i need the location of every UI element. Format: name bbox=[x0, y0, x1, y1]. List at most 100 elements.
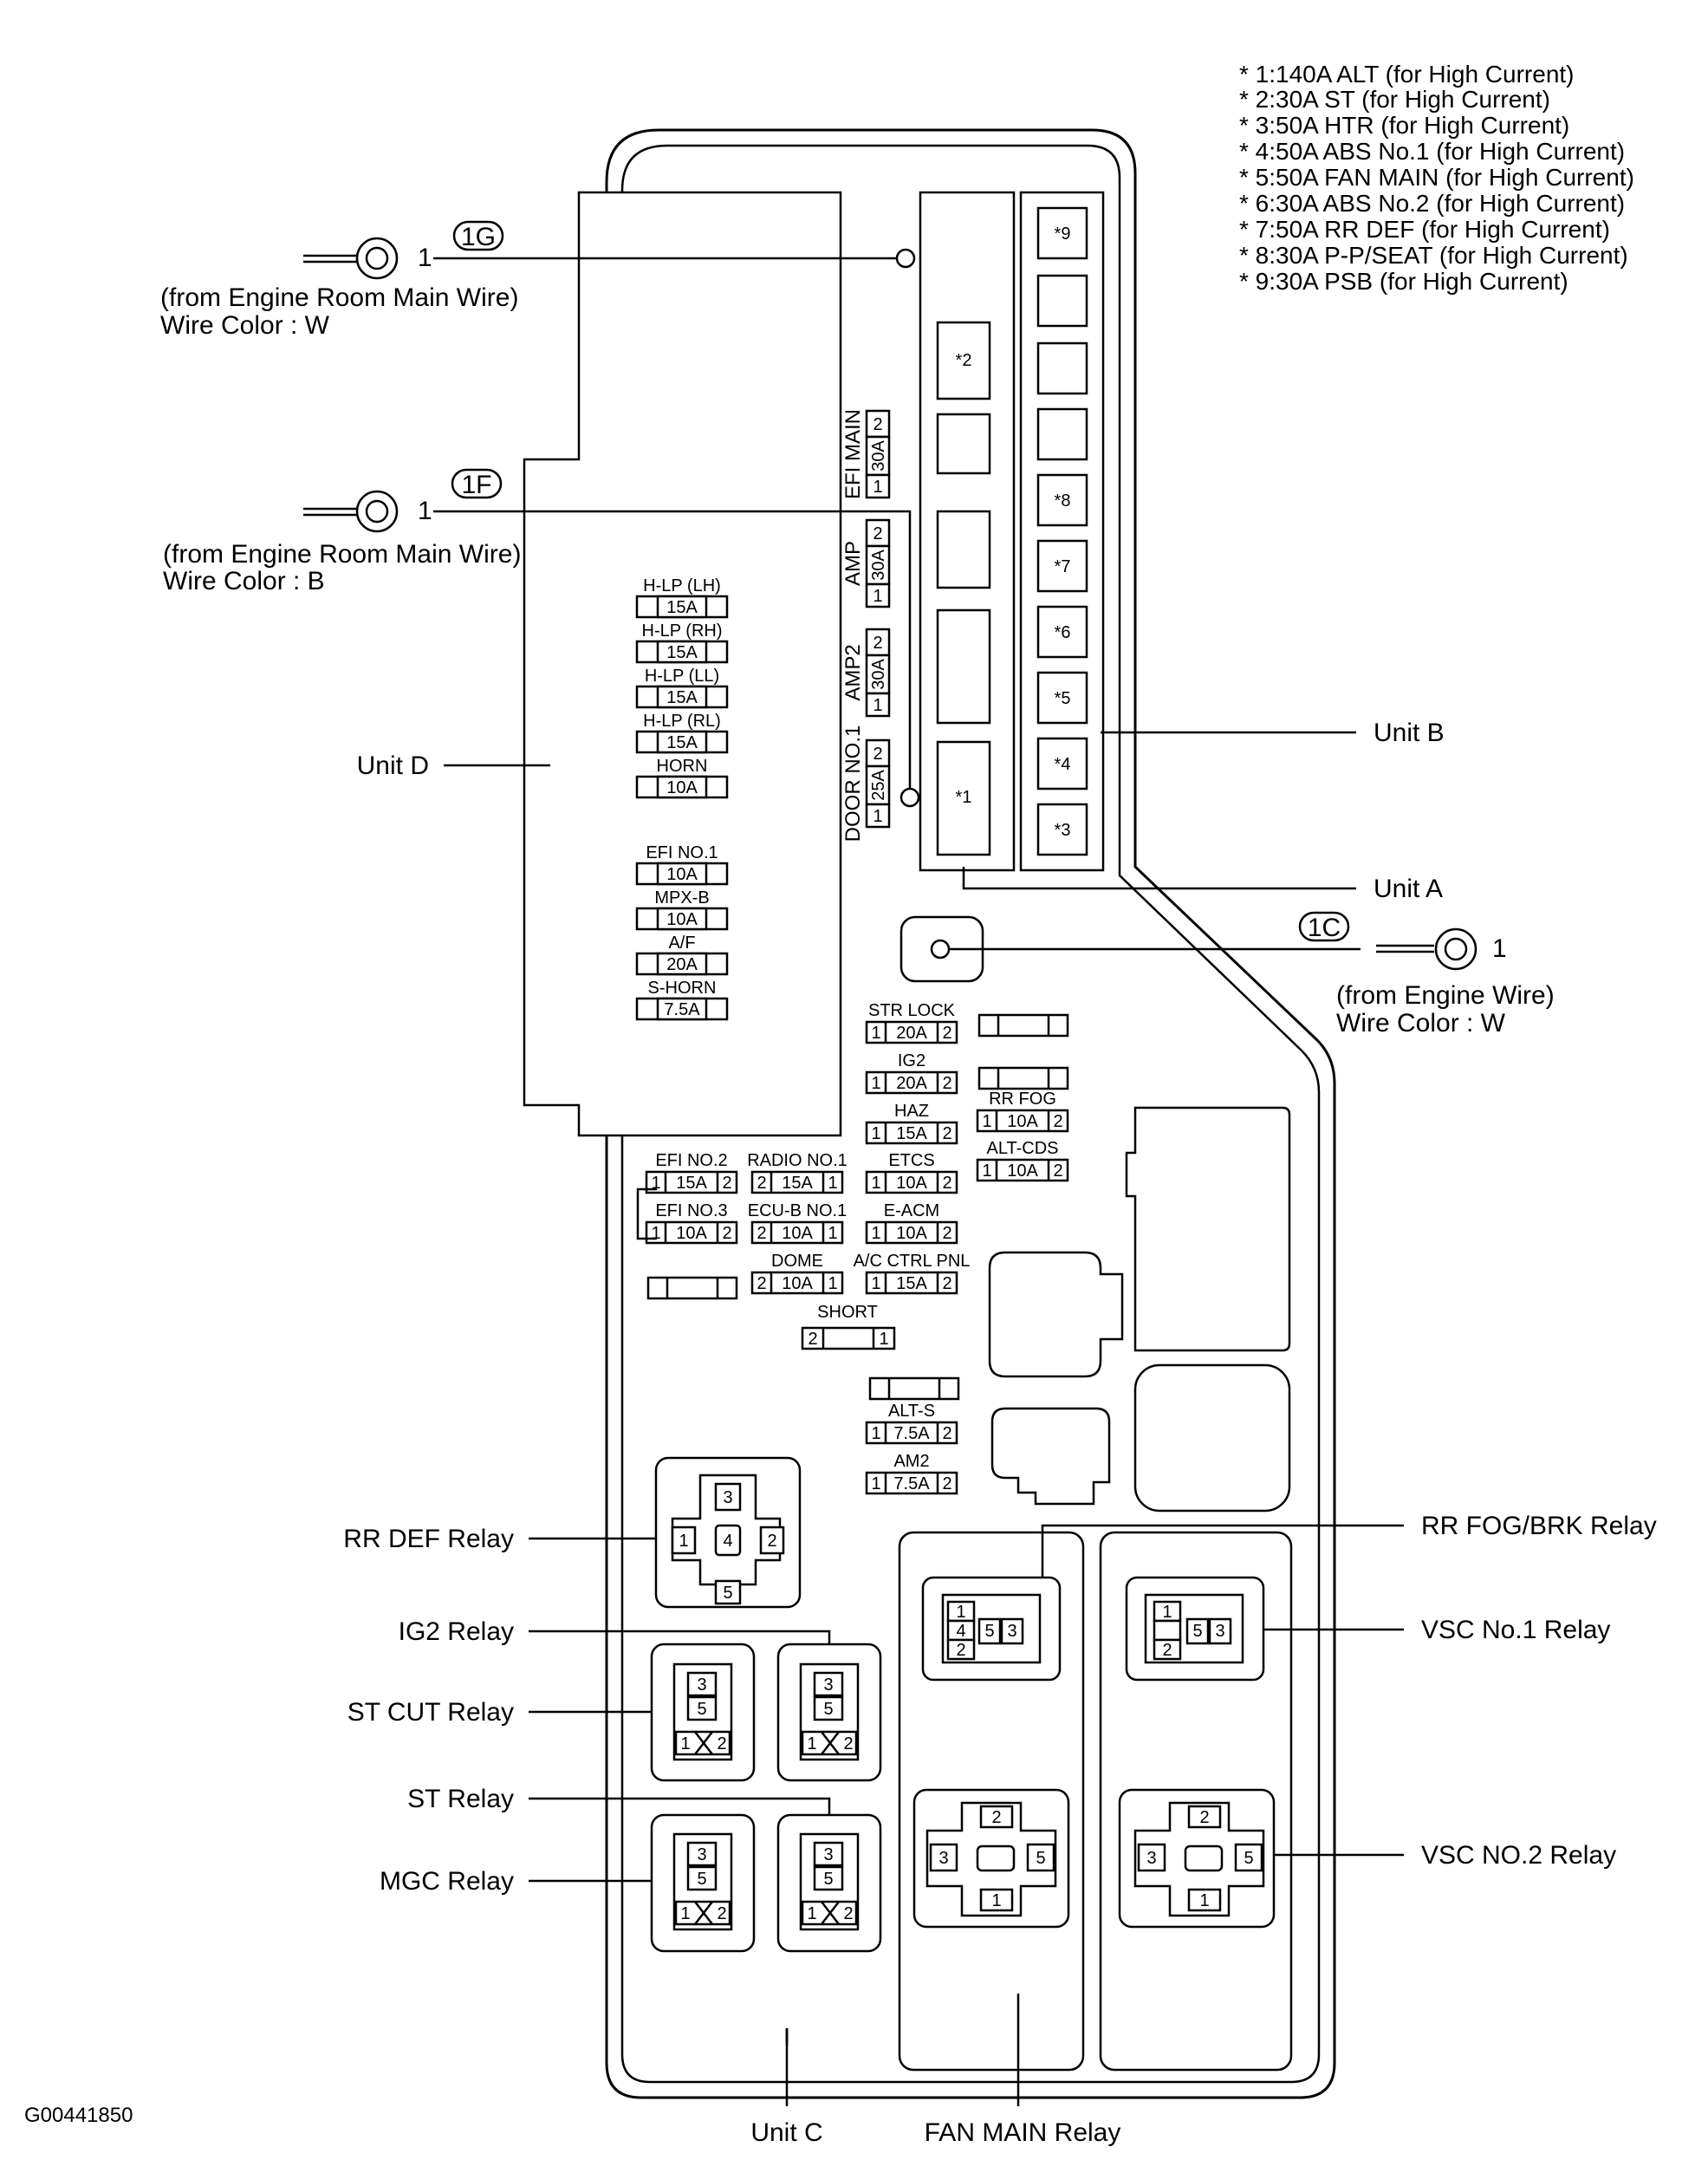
svg-text:2: 2 bbox=[843, 1904, 853, 1923]
fuse-amp: 15A bbox=[666, 643, 698, 662]
svg-text:10A: 10A bbox=[1007, 1161, 1038, 1181]
svg-text:1: 1 bbox=[873, 587, 882, 606]
svg-text:1: 1 bbox=[418, 244, 432, 272]
svg-text:3: 3 bbox=[723, 1488, 732, 1507]
fuse-name: HORN bbox=[657, 757, 708, 776]
unit-a-frame bbox=[919, 191, 1016, 872]
svg-text:2: 2 bbox=[942, 1124, 951, 1143]
svg-text:1: 1 bbox=[1162, 1603, 1172, 1622]
fuse-name: EFI NO.2 bbox=[655, 1151, 727, 1170]
fuse-name: HAZ bbox=[894, 1102, 929, 1121]
unit-d-label: Unit D bbox=[357, 751, 429, 780]
st-cut-relay-label: ST CUT Relay bbox=[347, 1698, 514, 1727]
svg-text:1: 1 bbox=[871, 1024, 880, 1043]
fuse-name: H-LP (LL) bbox=[645, 667, 719, 686]
fuse-name: A/F bbox=[668, 934, 695, 953]
svg-text:3: 3 bbox=[1215, 1622, 1224, 1641]
svg-text:2: 2 bbox=[808, 1330, 817, 1349]
svg-text:1: 1 bbox=[807, 1904, 816, 1923]
note-line: * 5:50A FAN MAIN (for High Current) bbox=[1239, 164, 1634, 191]
svg-text:3: 3 bbox=[823, 1675, 833, 1695]
svg-text:1: 1 bbox=[871, 1124, 880, 1143]
svg-text:1: 1 bbox=[982, 1161, 991, 1181]
relay-mgc: 3 5 1 2 bbox=[650, 1813, 756, 1953]
unit-a-fuses: *2 *1 bbox=[936, 321, 991, 856]
fuse-name: ALT-S bbox=[888, 1402, 935, 1421]
svg-text:1: 1 bbox=[873, 478, 882, 497]
svg-text:5: 5 bbox=[1036, 1849, 1045, 1868]
fuse-amp: 15A bbox=[666, 733, 698, 752]
fuse-amp: 10A bbox=[666, 865, 698, 884]
connector-source: (from Engine Wire) bbox=[1336, 981, 1555, 1010]
svg-text:3: 3 bbox=[697, 1675, 706, 1695]
connector-tag: 1F bbox=[461, 471, 491, 499]
housing-outer bbox=[605, 128, 1336, 2099]
fuse-name: H-LP (LH) bbox=[643, 576, 721, 595]
relay-vsc-no1: 1 2 5 3 bbox=[1125, 1576, 1265, 1682]
ig2-relay-label: IG2 Relay bbox=[399, 1617, 514, 1646]
svg-text:2: 2 bbox=[717, 1904, 726, 1923]
housing-inner bbox=[620, 144, 1321, 2084]
fuse-b-label: *6 bbox=[1055, 623, 1071, 642]
svg-text:2: 2 bbox=[873, 415, 882, 434]
svg-text:2: 2 bbox=[991, 1808, 1001, 1827]
efi-bracket bbox=[636, 1187, 657, 1240]
fuse-name: AMP bbox=[841, 541, 865, 586]
svg-text:2: 2 bbox=[767, 1532, 776, 1551]
svg-text:1: 1 bbox=[871, 1074, 880, 1093]
unit-b-label: Unit B bbox=[1374, 719, 1445, 747]
note-line: * 3:50A HTR (for High Current) bbox=[1239, 112, 1569, 139]
block-right-tall bbox=[1125, 1106, 1291, 1352]
svg-text:4: 4 bbox=[723, 1532, 732, 1551]
svg-text:1: 1 bbox=[651, 1224, 660, 1243]
svg-text:10A: 10A bbox=[1007, 1112, 1038, 1131]
fuse-amp: 10A bbox=[666, 778, 698, 797]
fuse-unit-d: EFI NO.1 10A bbox=[635, 843, 729, 886]
svg-text:30A: 30A bbox=[869, 440, 888, 472]
vsc-no1-relay-label: VSC No.1 Relay bbox=[1421, 1616, 1610, 1644]
fuse-unit-d: H-LP (RL)15A bbox=[635, 712, 729, 754]
svg-text:7.5A: 7.5A bbox=[893, 1474, 930, 1493]
fuse-b-label: *4 bbox=[1055, 755, 1071, 774]
note-line: * 2:30A ST (for High Current) bbox=[1239, 86, 1550, 113]
svg-text:1: 1 bbox=[418, 497, 432, 525]
connector-wire-color: Wire Color : W bbox=[1336, 1009, 1506, 1038]
fuse-unit-d: H-LP (RH)15A bbox=[635, 621, 729, 664]
svg-text:5: 5 bbox=[823, 1870, 833, 1889]
svg-text:2: 2 bbox=[956, 1641, 965, 1660]
fuse-unit-d: H-LP (LL)15A bbox=[635, 667, 729, 709]
connector-1f: 1 1F (from Engine Room Main Wire) Wire C… bbox=[163, 468, 920, 808]
svg-text:15A: 15A bbox=[896, 1274, 927, 1293]
connector-tag: 1G bbox=[461, 223, 496, 251]
svg-text:4: 4 bbox=[956, 1622, 965, 1641]
svg-text:5: 5 bbox=[1244, 1849, 1253, 1868]
fuse-b-label: *8 bbox=[1055, 491, 1071, 511]
fuse-name: EFI NO.1 bbox=[646, 843, 718, 862]
unit-fan-main-frame bbox=[898, 1531, 1085, 2072]
note-line: * 4:50A ABS No.1 (for High Current) bbox=[1239, 138, 1625, 165]
svg-text:30A: 30A bbox=[869, 659, 888, 690]
svg-text:3: 3 bbox=[1007, 1622, 1016, 1641]
fuse-name: MPX-B bbox=[654, 888, 709, 908]
rr-def-relay-label: RR DEF Relay bbox=[343, 1525, 514, 1553]
svg-text:2: 2 bbox=[1053, 1161, 1062, 1181]
st-relay-label: ST Relay bbox=[407, 1785, 514, 1813]
svg-text:1: 1 bbox=[828, 1274, 837, 1293]
svg-text:2: 2 bbox=[722, 1174, 731, 1193]
svg-text:1: 1 bbox=[807, 1734, 816, 1753]
svg-text:5: 5 bbox=[723, 1584, 732, 1603]
svg-text:2: 2 bbox=[1053, 1112, 1062, 1131]
short-label: SHORT bbox=[817, 1303, 878, 1322]
relay-st-cut: 3 5 1 2 bbox=[650, 1643, 756, 1782]
unit-vsc-frame bbox=[1099, 1531, 1293, 2072]
vertical-fuse-amp: 2 30A 1 AMP bbox=[841, 518, 891, 608]
svg-text:5: 5 bbox=[697, 1870, 706, 1889]
relay-fan-main: 2 3 5 1 bbox=[912, 1788, 1070, 1929]
fuse-b-label: *9 bbox=[1055, 224, 1071, 244]
